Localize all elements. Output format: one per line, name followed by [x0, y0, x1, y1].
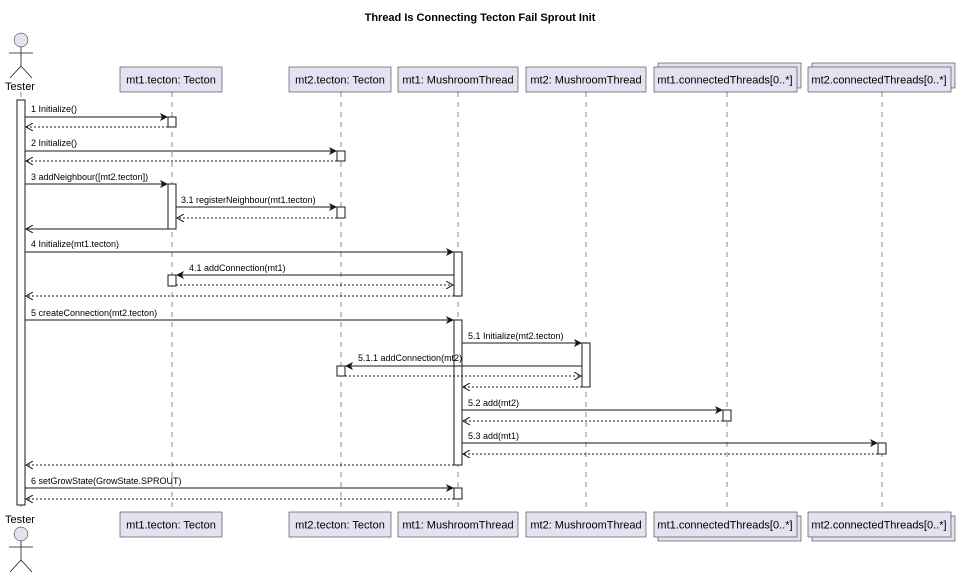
message-label: 2 Initialize()	[31, 138, 77, 148]
participant-label: mt2.connectedThreads[0..*]	[811, 520, 946, 532]
activation-tecton1-41	[167, 274, 177, 287]
message-label: 6 setGrowState(GrowState.SPROUT)	[31, 476, 182, 486]
message-label: 4.1 addConnection(mt1)	[189, 263, 286, 273]
participant-box	[525, 511, 647, 538]
actor-label: Tester	[5, 514, 35, 526]
activation-ct1-52	[722, 409, 732, 422]
participant-label: mt2.tecton: Tecton	[295, 75, 385, 87]
activation-mt2-51	[581, 342, 591, 388]
participant-box	[288, 66, 392, 93]
message-label: 5.3 add(mt1)	[468, 431, 519, 441]
participant-label: mt1.connectedThreads[0..*]	[657, 75, 792, 87]
actor-head-icon	[13, 32, 29, 48]
collection-box	[807, 66, 952, 93]
activation-tecton2-511	[336, 365, 346, 377]
actor-tester-top: Tester	[5, 32, 35, 93]
participant-label: mt2.tecton: Tecton	[295, 520, 385, 532]
participant-box	[288, 511, 392, 538]
collection-box	[653, 511, 798, 538]
activation-tester	[16, 99, 26, 506]
participants-bottom: mt1.tecton: Tecton mt2.tecton: Tecton mt…	[119, 511, 956, 542]
participant-label: mt1.tecton: Tecton	[126, 75, 216, 87]
message-label: 5 createConnection(mt2.tecton)	[31, 308, 157, 318]
participant-label: mt1: MushroomThread	[402, 75, 513, 87]
message-label: 5.1.1 addConnection(mt2)	[358, 353, 462, 363]
collection-box	[807, 511, 952, 538]
diagram-title: Thread Is Connecting Tecton Fail Sprout …	[365, 12, 596, 24]
participant-box	[119, 511, 223, 538]
actor-label: Tester	[5, 81, 35, 93]
activation-tecton1-3	[167, 183, 177, 230]
activation-bars	[16, 99, 887, 506]
participant-box	[525, 66, 647, 93]
participant-label: mt1.connectedThreads[0..*]	[657, 520, 792, 532]
messages: 1 Initialize() 2 Initialize() 3 addNeigh…	[25, 104, 878, 499]
activation-tecton2-31	[336, 206, 346, 219]
participant-label: mt2: MushroomThread	[530, 75, 641, 87]
activation-mt1-6	[453, 487, 463, 500]
message-label: 5.1 Initialize(mt2.tecton)	[468, 331, 564, 341]
collection-box	[653, 66, 798, 93]
lifelines	[20, 92, 883, 512]
participant-box	[119, 66, 223, 93]
participant-box	[397, 66, 519, 93]
participants-top: mt1.tecton: Tecton mt2.tecton: Tecton mt…	[119, 62, 956, 93]
participant-label: mt1.tecton: Tecton	[126, 520, 216, 532]
activation-tecton1-1	[167, 116, 177, 128]
message-label: 4 Initialize(mt1.tecton)	[31, 239, 119, 249]
activation-tecton2-2	[336, 150, 346, 162]
actor-tester-bottom: Tester	[5, 514, 35, 573]
message-label: 5.2 add(mt2)	[468, 398, 519, 408]
message-label: 3 addNeighbour([mt2.tecton])	[31, 172, 148, 182]
message-label: 1 Initialize()	[31, 104, 77, 114]
activation-mt1-5	[453, 319, 463, 466]
participant-label: mt2.connectedThreads[0..*]	[811, 75, 946, 87]
activation-mt1-4	[453, 251, 463, 297]
actor-head-icon	[13, 526, 29, 542]
activation-ct2-53	[877, 442, 887, 455]
message-label: 3.1 registerNeighbour(mt1.tecton)	[181, 195, 316, 205]
participant-box	[397, 511, 519, 538]
participant-label: mt2: MushroomThread	[530, 520, 641, 532]
participant-label: mt1: MushroomThread	[402, 520, 513, 532]
